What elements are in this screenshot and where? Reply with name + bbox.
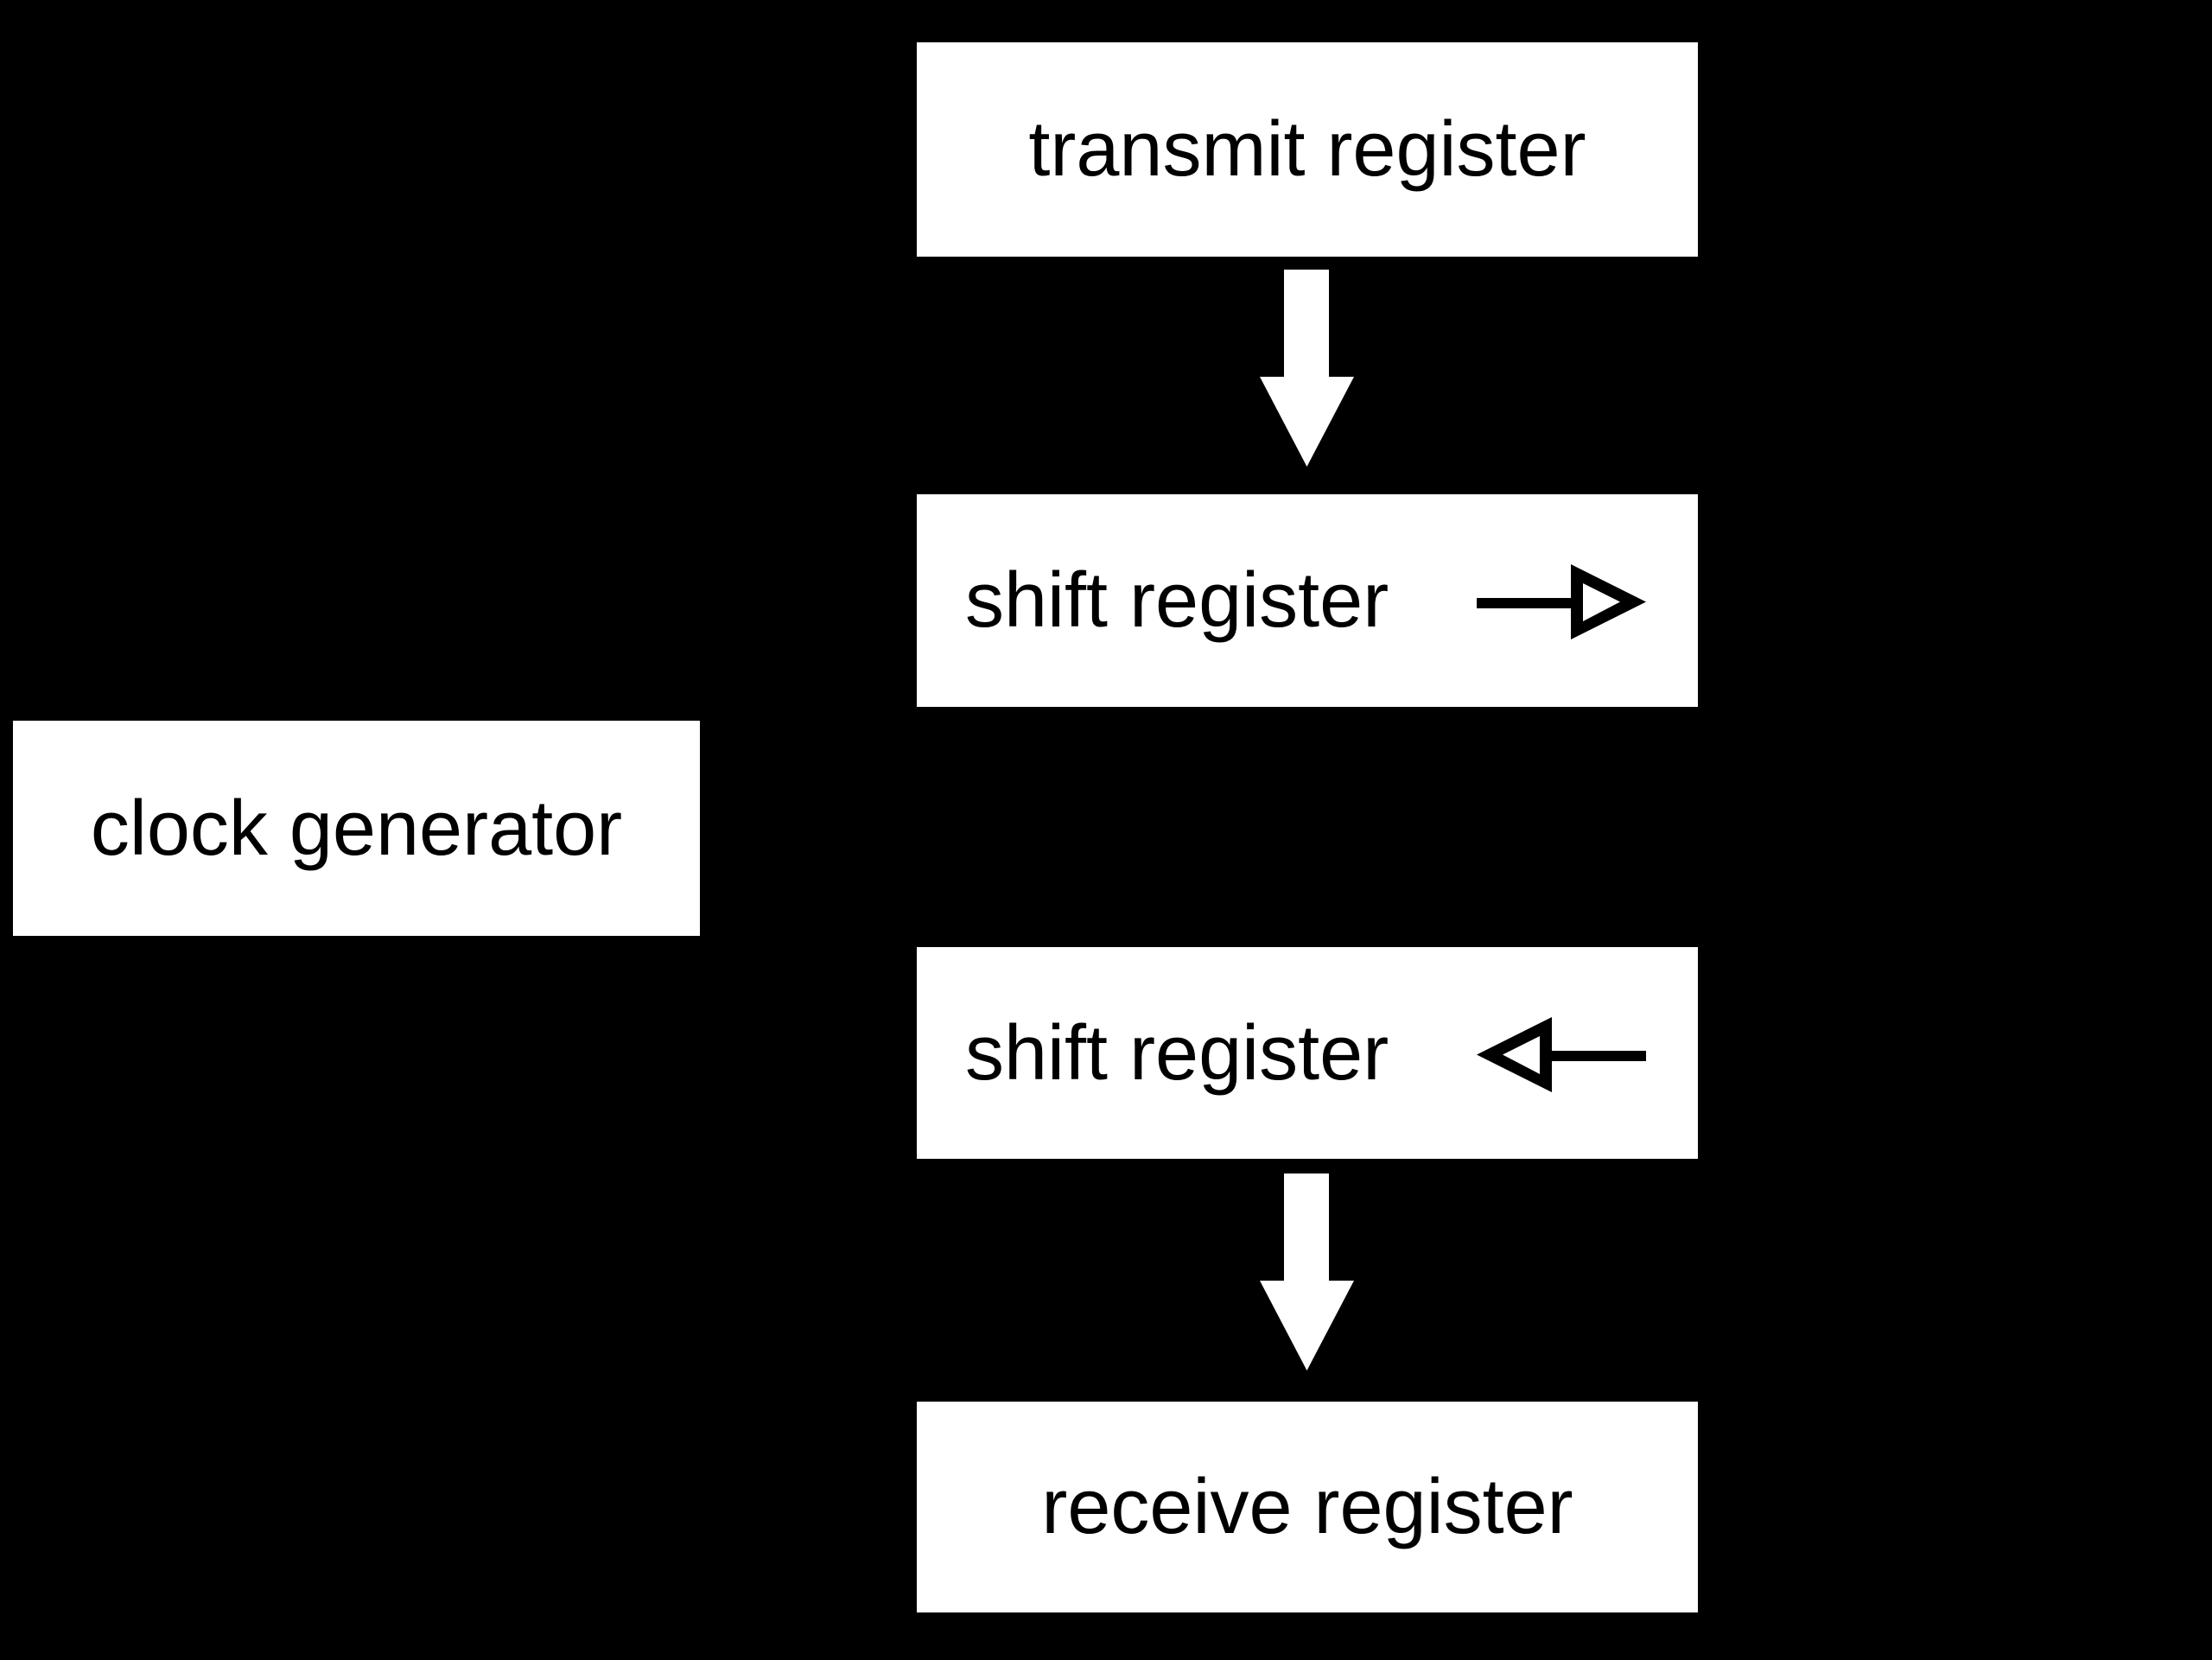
left-arrow-head-inner (1503, 1036, 1540, 1074)
shift-register-receive-label: shift register (965, 1009, 1389, 1097)
left-arrow-icon (1477, 1017, 1646, 1092)
left-arrow-line (1548, 1051, 1646, 1061)
node-clock-generator: clock generator (13, 721, 700, 936)
down-block-arrow-icon (1260, 1173, 1354, 1371)
down-block-arrow-icon (1260, 270, 1354, 467)
node-shift-register-receive: shift register (917, 947, 1698, 1159)
node-receive-register: receive register (917, 1402, 1698, 1612)
transmit-register-label: transmit register (1028, 106, 1586, 193)
right-arrow-icon (1477, 564, 1646, 639)
down-block-arrow-shape (1260, 1173, 1354, 1371)
right-arrow-head-inner (1583, 583, 1620, 621)
clock-generator-label: clock generator (90, 785, 623, 872)
receive-register-label: receive register (1041, 1464, 1573, 1550)
shift-register-transmit-label: shift register (965, 557, 1389, 644)
right-arrow-line (1477, 598, 1575, 608)
node-transmit-register: transmit register (917, 42, 1698, 257)
down-block-arrow-shape (1260, 270, 1354, 467)
